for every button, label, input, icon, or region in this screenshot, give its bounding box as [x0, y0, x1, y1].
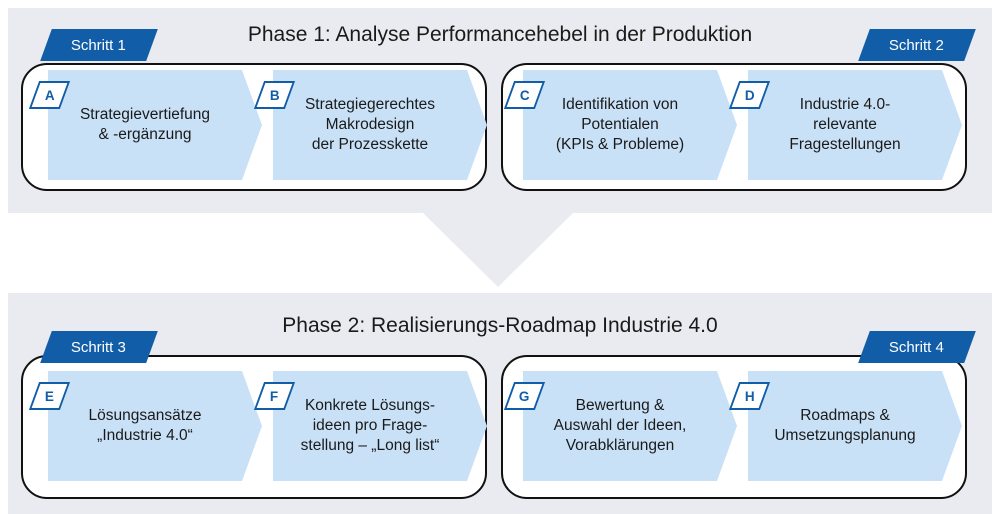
label-line: relevante	[813, 116, 877, 133]
phase1-step2-box: C Identifikation von Potentialen (KPIs &…	[501, 63, 967, 191]
label-line: Strategiegerechtes	[304, 96, 436, 113]
process-arrow-a: A Strategievertiefung & -ergänzung	[28, 70, 262, 180]
process-arrow-c-label: Identifikation von Potentialen (KPIs & P…	[523, 70, 737, 180]
label-line: Bewertung &	[575, 397, 665, 414]
label-line: Umsetzungsplanung	[774, 427, 916, 444]
chevron-arrow-icon	[748, 371, 962, 481]
label-line: (KPIs & Probleme)	[555, 136, 685, 153]
step-label-schritt3-text: Schritt 3	[71, 338, 127, 356]
step-label-schritt2-text: Schritt 2	[889, 36, 945, 54]
letter-tag-d-text: D	[744, 87, 755, 103]
phase2-step4-box: G Bewertung & Auswahl der Ideen, Vorabkl…	[501, 355, 967, 499]
process-arrow-d-label: Industrie 4.0- relevante Fragestellungen	[748, 70, 962, 180]
chevron-arrow-icon	[48, 70, 262, 180]
phase2-title: Phase 2: Realisierungs-Roadmap Industrie…	[282, 314, 718, 337]
chevron-arrow-icon	[273, 371, 487, 481]
letter-tag-e-text: E	[44, 388, 54, 404]
phase-connector-down-arrow-icon	[423, 213, 573, 287]
letter-tag-f-text: F	[270, 388, 279, 404]
phase1-title: Phase 1: Analyse Performancehebel in der…	[247, 23, 753, 46]
label-line: der Prozesskette	[311, 136, 429, 153]
label-line: Identifikation von	[561, 96, 679, 113]
label-line: & -ergänzung	[98, 126, 192, 143]
phase2-panel: Phase 2: Realisierungs-Roadmap Industrie…	[8, 293, 992, 514]
letter-tag-g-text: G	[519, 388, 530, 404]
letter-tag-c-text: C	[519, 87, 530, 103]
phase1-panel: Phase 1: Analyse Performancehebel in der…	[8, 8, 992, 213]
label-line: Industrie 4.0-	[799, 96, 891, 113]
step-label-schritt1: Schritt 1	[40, 29, 158, 61]
process-arrow-b-label: Strategiegerechtes Makrodesign der Proze…	[273, 70, 487, 180]
label-line: stellung – „Long list“	[300, 437, 440, 454]
process-arrow-f: F Konkrete Lösungs- ideen pro Frage- ste…	[253, 371, 487, 481]
label-line: Roadmaps &	[800, 407, 890, 424]
label-line: Fragestellungen	[789, 136, 901, 153]
chevron-arrow-icon	[48, 371, 262, 481]
process-arrow-h: H Roadmaps & Umsetzungsplanung	[728, 371, 962, 481]
label-line: ideen pro Frage-	[312, 417, 428, 434]
step-label-schritt2: Schritt 2	[858, 29, 976, 61]
label-line: Makrodesign	[325, 116, 415, 133]
chevron-arrow-icon	[523, 371, 737, 481]
process-arrow-a-label: Strategievertiefung & -ergänzung	[48, 70, 262, 180]
letter-tag-h-text: H	[744, 388, 755, 404]
process-arrow-h-label: Roadmaps & Umsetzungsplanung	[748, 371, 962, 481]
step-label-schritt4-text: Schritt 4	[889, 338, 945, 356]
process-arrow-e-label: Lösungsansätze „Industrie 4.0“	[48, 371, 262, 481]
label-line: Konkrete Lösungs-	[304, 397, 436, 414]
label-line: Lösungsansätze	[88, 407, 202, 424]
chevron-arrow-icon	[273, 70, 487, 180]
letter-tag-a-text: A	[44, 87, 55, 103]
letter-tag-b-text: B	[269, 87, 280, 103]
process-arrow-e: E Lösungsansätze „Industrie 4.0“	[28, 371, 262, 481]
label-line: Potentialen	[581, 116, 659, 133]
chevron-arrow-icon	[748, 70, 962, 180]
label-line: Vorabklärungen	[565, 437, 675, 454]
process-arrow-d: D Industrie 4.0- relevante Fragestellung…	[728, 70, 962, 180]
process-arrow-c: C Identifikation von Potentialen (KPIs &…	[503, 70, 737, 180]
label-line: „Industrie 4.0“	[97, 427, 193, 444]
chevron-arrow-icon	[523, 70, 737, 180]
process-arrow-b: B Strategiegerechtes Makrodesign der Pro…	[253, 70, 487, 180]
label-line: Auswahl der Ideen,	[553, 417, 687, 434]
phase2-step3-box: E Lösungsansätze „Industrie 4.0“ F Konkr…	[21, 355, 487, 499]
phase1-step1-box: A Strategievertiefung & -ergänzung B Str…	[21, 63, 487, 191]
step-label-schritt3: Schritt 3	[40, 331, 158, 363]
process-arrow-g-label: Bewertung & Auswahl der Ideen, Vorabklär…	[523, 371, 737, 481]
process-arrow-f-label: Konkrete Lösungs- ideen pro Frage- stell…	[273, 371, 487, 481]
process-arrow-g: G Bewertung & Auswahl der Ideen, Vorabkl…	[503, 371, 737, 481]
step-label-schritt4: Schritt 4	[858, 331, 976, 363]
label-line: Strategievertiefung	[79, 106, 211, 123]
step-label-schritt1-text: Schritt 1	[71, 36, 127, 54]
